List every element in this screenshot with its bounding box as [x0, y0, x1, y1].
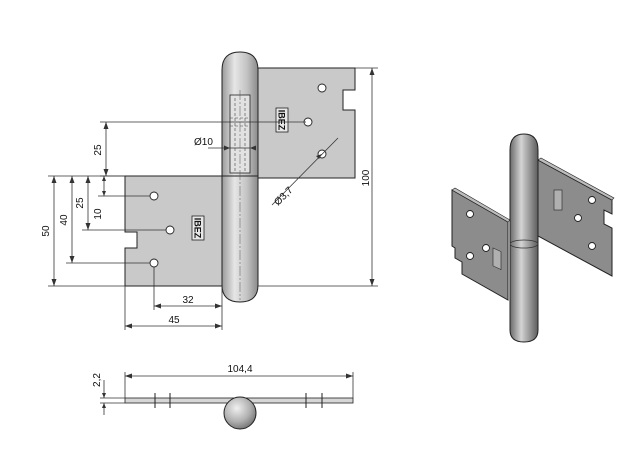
lower-leaf-hole — [149, 191, 159, 201]
dimension-100: 100 — [258, 67, 378, 287]
dimension-text: 10 — [93, 208, 104, 220]
logo-stamp-lower: IBEZ — [191, 215, 205, 241]
isometric-view — [451, 133, 615, 343]
dimension-text: Ø10 — [194, 137, 213, 148]
dimension-10: 10 — [93, 176, 150, 220]
logo-text: IBEZ — [277, 110, 287, 131]
dimension-text: 45 — [168, 315, 180, 326]
lower-leaf-hole — [149, 258, 159, 268]
logo-text: IBEZ — [193, 218, 203, 239]
dimension-25-lower: 25 — [75, 176, 166, 231]
dimension-text: 2,2 — [92, 373, 103, 387]
top-view: 104,4 2,2 — [92, 364, 354, 430]
dimension-104-4: 104,4 — [124, 364, 354, 398]
dimension-text: 25 — [93, 144, 104, 156]
front-view: IBEZ IBEZ 100 — [41, 51, 378, 330]
upper-leaf-hole — [317, 83, 327, 93]
dimension-text: 100 — [361, 169, 372, 186]
dimension-2-2: 2,2 — [92, 373, 125, 415]
dimension-40: 40 — [59, 176, 150, 264]
dimension-text: 104,4 — [227, 364, 252, 375]
iso-left-leaf — [451, 189, 509, 301]
logo-stamp-upper: IBEZ — [275, 107, 289, 133]
dimension-50: 50 — [41, 175, 125, 287]
dimension-dia10: Ø10 — [194, 137, 256, 151]
dimension-45: 45 — [124, 286, 222, 330]
dimension-text: 25 — [75, 197, 86, 209]
dimension-32: 32 — [153, 267, 223, 330]
dimension-text: 50 — [41, 225, 52, 237]
top-view-knuckle — [223, 396, 257, 430]
dimension-text: 40 — [59, 214, 70, 226]
dimension-text: 32 — [182, 295, 194, 306]
iso-knuckle — [509, 133, 539, 343]
dimension-text: Ø3,7 — [272, 185, 295, 208]
lower-leaf-hole — [165, 225, 175, 235]
